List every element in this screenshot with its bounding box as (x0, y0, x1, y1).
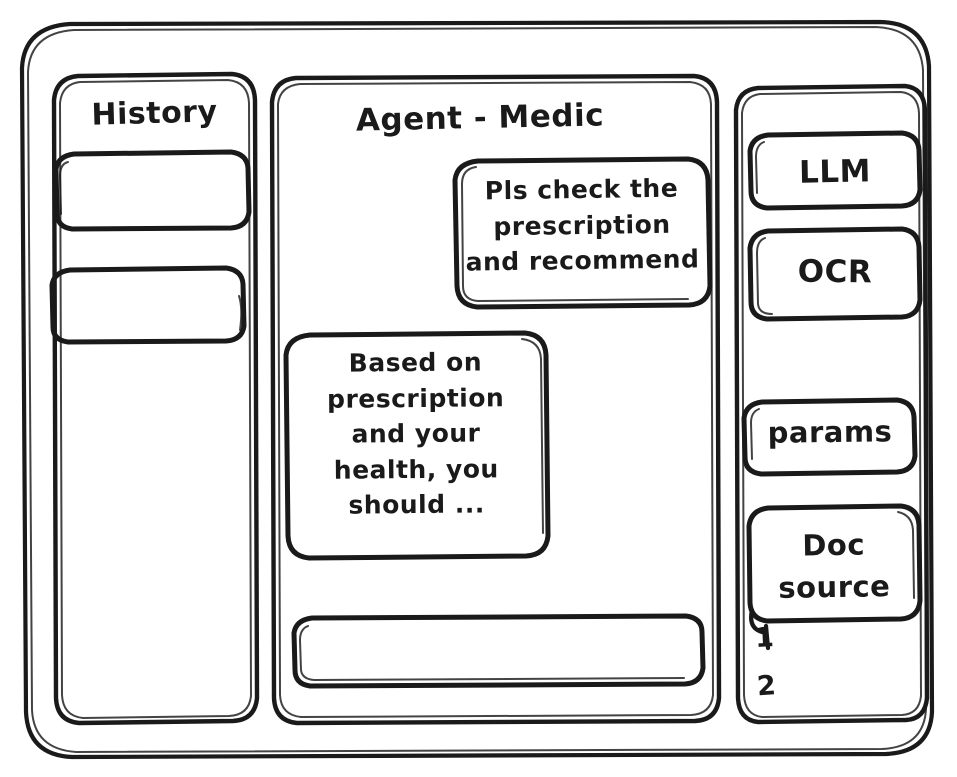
history-panel-title: History (91, 94, 218, 133)
doc-source-label: Doc source (778, 527, 891, 605)
user-message-text: Pls check the prescription and recommend (465, 173, 700, 277)
tool-llm-label: LLM (798, 153, 872, 191)
tool-ocr-label: OCR (797, 253, 873, 291)
history-panel (51, 71, 260, 726)
app-window-frame (19, 19, 935, 760)
agent-message-text: Based on prescription and your health, y… (326, 347, 505, 520)
doc-source-connector (749, 607, 771, 651)
tool-params-label: params (767, 414, 893, 450)
message-input[interactable] (291, 613, 706, 689)
agent-panel-title: Agent - Medic (355, 97, 605, 139)
doc-source-item-2[interactable]: 2 (755, 670, 778, 703)
user-message-bubble (452, 156, 713, 310)
doc-source-box[interactable] (746, 503, 923, 624)
history-item-2[interactable] (49, 265, 247, 345)
tool-params-button[interactable] (741, 397, 918, 477)
tool-ocr-button[interactable] (747, 226, 923, 322)
tools-panel (733, 83, 930, 725)
agent-message-bubble (283, 330, 551, 561)
tool-llm-button[interactable] (747, 130, 923, 211)
history-item-1[interactable] (53, 149, 252, 232)
doc-source-item-1[interactable]: 1 (754, 622, 776, 655)
agent-panel (269, 73, 722, 726)
